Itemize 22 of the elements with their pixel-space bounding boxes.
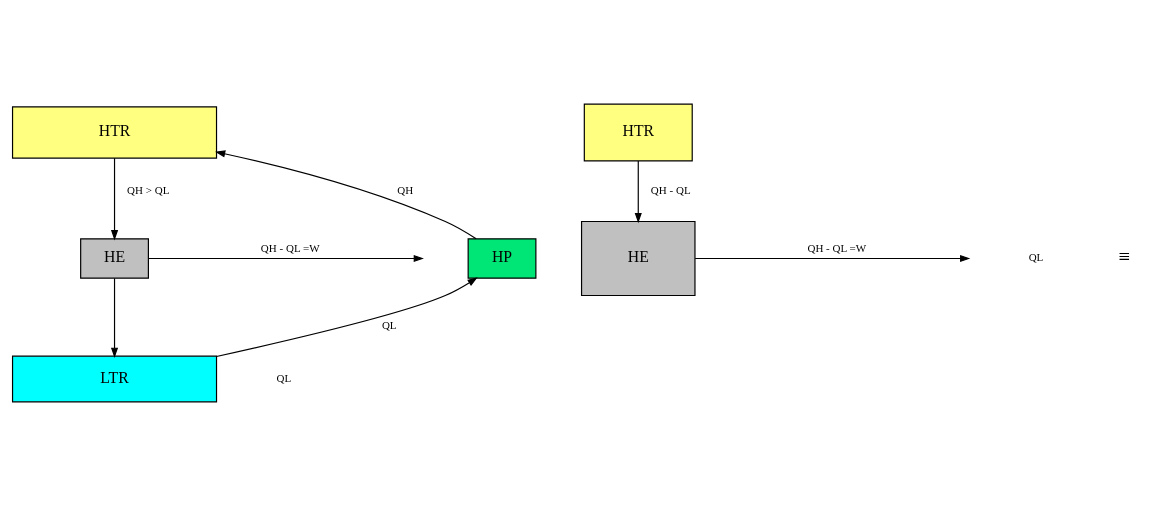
label: QL: [276, 371, 292, 384]
arrow: [634, 160, 642, 224]
label: ≡: [1118, 245, 1130, 268]
arrow: [148, 254, 424, 263]
edge-label: QH - QL =W: [260, 241, 320, 254]
label: QL: [1028, 251, 1044, 264]
arrow: [110, 157, 119, 241]
arrow: [215, 150, 477, 240]
arrow: [215, 277, 478, 358]
edge-label: QH - QL =W: [807, 241, 867, 254]
node-box: HP: [467, 238, 537, 279]
arrow: [110, 277, 119, 358]
edge-label: QL: [381, 319, 397, 332]
node-box: HE: [80, 238, 149, 279]
node-box: HE: [580, 220, 696, 297]
arrow: [694, 254, 971, 263]
node-box: HTR: [11, 106, 218, 159]
node-box: LTR: [11, 355, 218, 403]
edge-label: QH > QL: [127, 184, 170, 197]
node-box: HTR: [583, 103, 693, 162]
edge-label: QH - QL: [650, 184, 691, 197]
edge-label: QH: [397, 184, 414, 197]
